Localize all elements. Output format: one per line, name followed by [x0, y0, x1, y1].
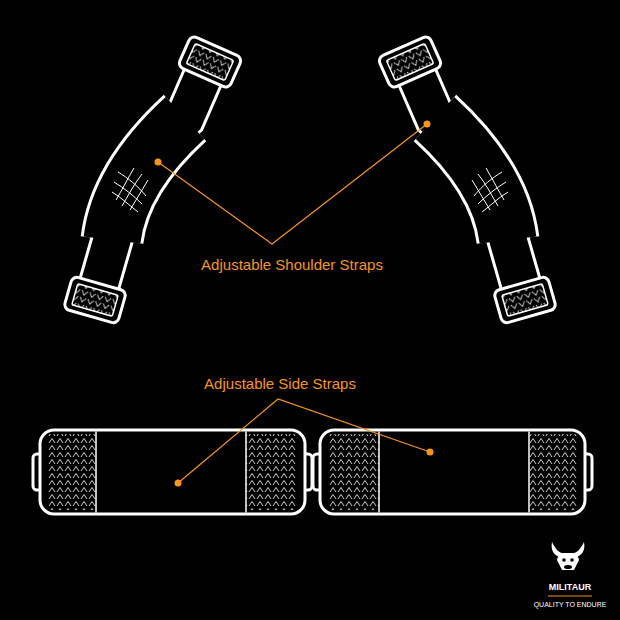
right-shoulder-strap [378, 35, 557, 324]
right-side-strap [313, 430, 592, 514]
logo-rule [548, 596, 592, 597]
leader-dots [155, 121, 434, 487]
left-shoulder-strap [63, 35, 242, 324]
leader-lines [158, 124, 430, 483]
brand-tagline: QUALITY TO ENDURE [534, 601, 607, 609]
callout-label: Adjustable Side Straps [204, 376, 356, 393]
brand-name: MILITAUR [549, 583, 591, 593]
callout-label: Adjustable Shoulder Straps [201, 257, 383, 274]
logo-icon [552, 542, 585, 570]
left-side-strap [33, 430, 312, 514]
